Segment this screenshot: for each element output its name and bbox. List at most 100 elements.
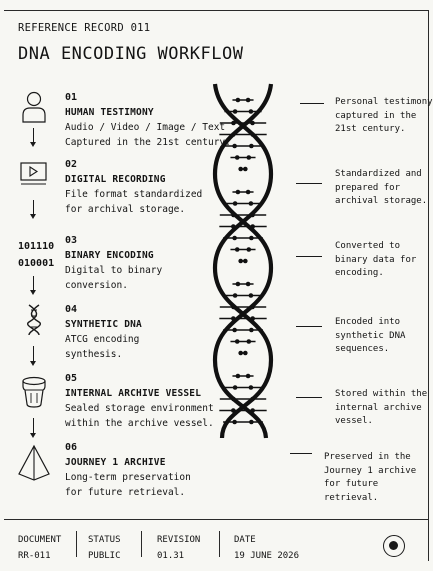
helix-bead [246, 339, 252, 344]
note-connector [296, 183, 322, 184]
note-line: vessel. [335, 416, 373, 426]
helix-bead [245, 189, 251, 195]
footer-value: 01.31 [157, 551, 185, 561]
step-description: conversion. [65, 280, 128, 291]
side-note: Encoded into synthetic DNA sequences. [335, 316, 405, 357]
note-line: Journey 1 archive [324, 465, 417, 476]
helix-bead [243, 350, 248, 356]
footer-document: DOCUMENT RR-011 [18, 532, 61, 564]
helix-bead [250, 120, 255, 126]
helix-bead [243, 166, 248, 172]
helix-bead [248, 385, 254, 390]
note-connector [290, 453, 312, 454]
helix-bead [249, 235, 254, 241]
step-heading: DIGITAL RECORDING [65, 174, 166, 185]
helix-bead [249, 327, 254, 333]
step-number: 05 [65, 373, 78, 384]
note-line: Personal testimony [335, 97, 433, 107]
side-note: Converted to binary data for encoding. [335, 240, 416, 281]
step-description: Long-term preservation [65, 472, 191, 483]
helix-bead [232, 235, 237, 241]
helix-bead [231, 120, 236, 126]
footer-value: RR-011 [18, 551, 51, 561]
record-label: REFERENCE RECORD 011 [18, 22, 151, 34]
helix-bead [245, 373, 251, 379]
footer-divider [76, 531, 77, 557]
footer-label: STATUS [88, 535, 121, 545]
note-line: Encoded into [335, 317, 401, 327]
binary-line: 010001 [18, 258, 55, 269]
top-rule [4, 10, 429, 11]
binary-line: 101110 [18, 241, 55, 252]
step-06: 06 JOURNEY 1 ARCHIVE Long-term preservat… [65, 440, 191, 500]
footer-date: DATE 19 JUNE 2026 [234, 532, 299, 564]
right-border [428, 10, 429, 561]
step-description: ATCG encoding [65, 334, 140, 345]
step-heading: SYNTHETIC DNA [65, 319, 142, 330]
helix-bead [245, 97, 251, 103]
step-03: 03 BINARY ENCODING Digital to binary con… [65, 233, 162, 293]
side-note: Preserved in the Journey 1 archive for f… [324, 451, 433, 505]
step-heading: BINARY ENCODING [65, 250, 154, 261]
helix-bead [238, 258, 243, 264]
helix-bead [234, 339, 240, 344]
footer-value: PUBLIC [88, 551, 121, 561]
pyramid-icon [18, 444, 50, 481]
helix-bead [235, 97, 241, 103]
footer-status: STATUS PUBLIC [88, 532, 121, 564]
footer-divider [141, 531, 142, 557]
helix-bead [232, 201, 238, 206]
note-line: prepared for [335, 182, 401, 193]
note-line: Converted to [335, 241, 401, 251]
note-line: 21st century. [335, 124, 406, 134]
helix-bead [249, 143, 254, 149]
helix-bead [232, 385, 238, 390]
step-description: File format standardized [65, 189, 203, 200]
helix-bead [248, 201, 254, 206]
step-heading: INTERNAL ARCHIVE VESSEL [65, 388, 202, 399]
footer-label: REVISION [157, 535, 201, 545]
step-description: for archival storage. [65, 204, 186, 215]
note-line: binary data for [335, 254, 417, 265]
note-line: archival storage. [335, 196, 428, 206]
helix-bead [246, 247, 252, 252]
dna-helix-illustration [212, 83, 274, 439]
step-description: for future retrieval. [65, 487, 186, 498]
side-note: Stored within the internal archive vesse… [335, 388, 427, 429]
note-connector [296, 256, 322, 257]
footer-revision: REVISION 01.31 [157, 532, 200, 564]
helix-bead [245, 281, 251, 287]
footer-label: DATE [234, 535, 256, 545]
step-number: 03 [65, 235, 78, 246]
helix-bead [238, 166, 243, 172]
helix-bead [232, 327, 237, 333]
seal-dot [389, 541, 398, 550]
note-line: Stored within the [335, 389, 428, 399]
note-connector [296, 397, 322, 398]
page-title: DNA ENCODING WORKFLOW [18, 44, 244, 64]
note-line: captured in the [335, 110, 417, 121]
person-icon [22, 91, 46, 123]
step-description: within the archive vessel. [65, 418, 214, 429]
footer-label: DOCUMENT [18, 535, 62, 545]
note-line: Standardized and [335, 169, 422, 179]
step-02: 02 DIGITAL RECORDING File format standar… [65, 157, 202, 217]
step-description: Captured in the 21st century. [65, 137, 231, 148]
step-number: 06 [65, 442, 78, 453]
step-05: 05 INTERNAL ARCHIVE VESSEL Sealed storag… [65, 371, 214, 431]
note-line: for future retrieval. [324, 479, 379, 503]
note-line: encoding. [335, 268, 384, 278]
helix-bead [232, 109, 238, 114]
step-number: 04 [65, 304, 78, 315]
step-number: 01 [65, 92, 78, 103]
dna-icon [27, 304, 41, 336]
helix-bead [232, 419, 237, 425]
helix-bead [234, 247, 240, 252]
helix-bead [235, 189, 241, 195]
note-line: synthetic DNA [335, 330, 406, 341]
footer-rule [4, 519, 429, 520]
helix-bead [243, 258, 248, 264]
helix-bead [235, 281, 241, 287]
helix-bead [235, 373, 241, 379]
step-description: Digital to binary [65, 265, 163, 276]
